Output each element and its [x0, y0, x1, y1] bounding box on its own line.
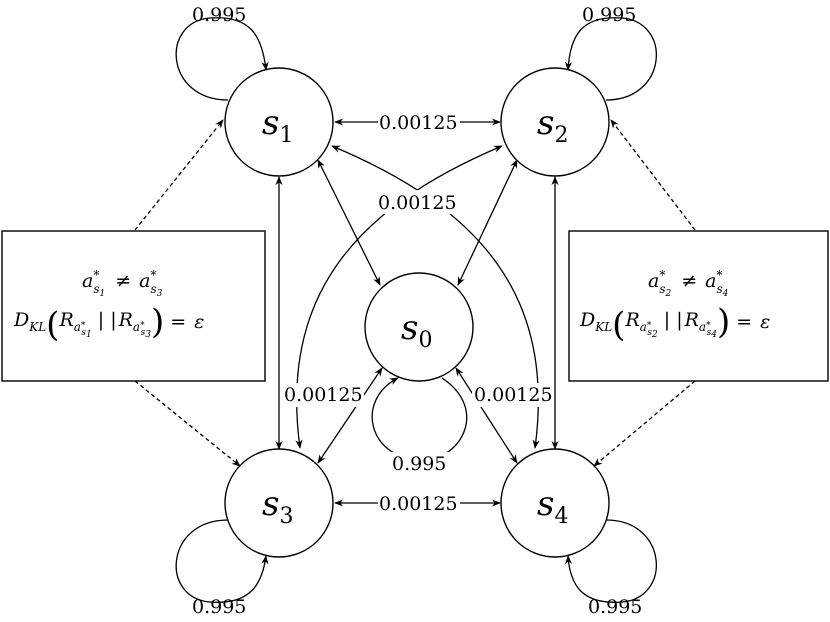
self-loop-s3	[175, 519, 269, 603]
constraint-right-line1: a*s2≠a*s4	[648, 268, 729, 299]
prob-s0-s4: 0.00125	[474, 384, 553, 406]
prob-self-s0: 0.995	[392, 453, 446, 475]
constraint-box-right: a*s2≠a*s4 DKL(Ra*s2| |Ra*s4)=ε	[568, 230, 829, 382]
node-s0: s0	[364, 272, 474, 382]
edge-s1-s0	[317, 159, 381, 286]
dashed-left-to-s1	[134, 119, 224, 231]
svg-text:s2: s2	[537, 103, 568, 148]
dashed-left-to-s3	[134, 380, 241, 467]
self-loop-s2	[564, 17, 657, 101]
self-loop-s0	[371, 377, 468, 461]
prob-self-s1: 0.995	[192, 4, 246, 26]
svg-text:s0: s0	[401, 308, 432, 353]
dashed-right-to-s2	[610, 119, 696, 231]
node-s3: s3	[224, 448, 334, 558]
prob-self-s2: 0.995	[582, 4, 636, 26]
prob-s3-s4: 0.00125	[379, 493, 458, 515]
node-s4: s4	[500, 448, 610, 558]
constraint-box-left: a*s1≠a*s3 DKL(Ra*s1| |Ra*s3)=ε	[1, 230, 266, 382]
edge-s2-s0	[457, 159, 518, 286]
self-loop-s4	[564, 519, 657, 603]
node-s2: s2	[500, 67, 610, 177]
prob-s0-s3: 0.00125	[284, 384, 363, 406]
dashed-right-to-s4	[593, 380, 696, 467]
constraint-left-line2: DKL(Ra*s1| |Ra*s3)=ε	[13, 302, 204, 345]
self-loop-s1	[175, 17, 269, 101]
constraint-left-line1: a*s1≠a*s3	[82, 268, 163, 299]
prob-self-s4: 0.995	[588, 596, 642, 618]
prob-self-s3: 0.995	[192, 596, 246, 618]
node-s1: s1	[224, 67, 334, 177]
svg-text:s1: s1	[262, 103, 293, 148]
constraint-right-line2: DKL(Ra*s2| |Ra*s4)=ε	[579, 302, 770, 345]
edge-s0-s4	[455, 367, 518, 464]
prob-s1-s2: 0.00125	[379, 112, 458, 134]
svg-text:s3: s3	[262, 484, 293, 529]
svg-text:s4: s4	[537, 484, 568, 529]
prob-cross-top: 0.00125	[378, 192, 457, 214]
